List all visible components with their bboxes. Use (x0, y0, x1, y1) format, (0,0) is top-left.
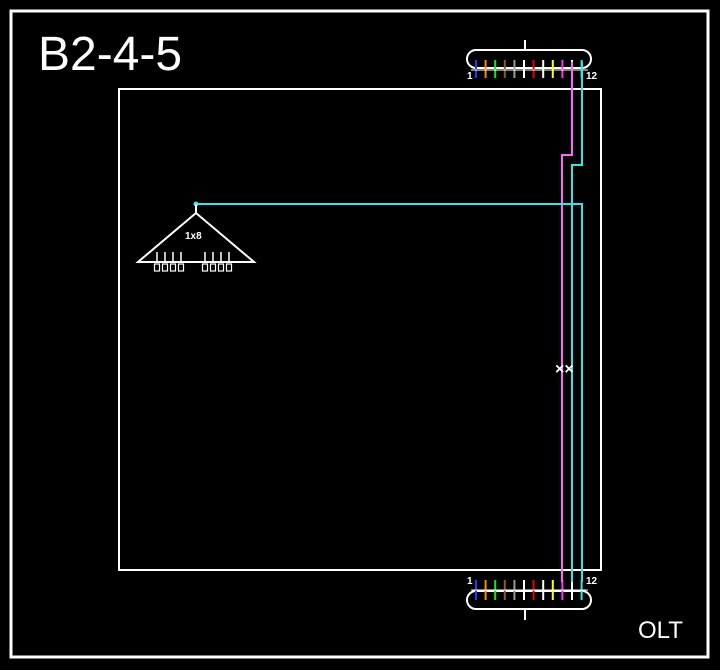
bottom-cable-connector: 1 12 (466, 576, 598, 620)
splitter-output-port (225, 263, 233, 272)
splitter-output-port (153, 263, 161, 272)
diagram-title: B2-4-5 (38, 28, 182, 81)
splitter-output-port (209, 263, 217, 272)
enclosure-box (118, 88, 602, 571)
top-cable-start-label: 1 (467, 71, 473, 82)
bottom-cable-end-label: 12 (586, 576, 598, 587)
olt-label: OLT (638, 617, 683, 644)
splitter-label: 1x8 (185, 231, 202, 242)
top-cable-body (466, 49, 592, 69)
bottom-cable-start-label: 1 (467, 576, 473, 587)
splitter-output-port (217, 263, 225, 272)
splitter-ports (153, 252, 233, 272)
top-cable-connector: 1 12 (466, 40, 598, 82)
splitter-output-port (177, 263, 185, 272)
splitter-output-port (161, 263, 169, 272)
top-cable-end-label: 12 (586, 71, 598, 82)
splitter-output-port (201, 263, 209, 272)
pink-fiber-path (561, 62, 573, 582)
cyan-fiber-path-top (571, 62, 583, 582)
splitter-output-port (169, 263, 177, 272)
bottom-cable-body (466, 590, 592, 610)
splice-marker: ×× (555, 361, 574, 378)
splitter-1x8: 1x8 (135, 201, 257, 272)
cyan-fiber-path-splitter (196, 203, 583, 582)
outer-border (9, 9, 710, 659)
splitter-triangle (135, 211, 257, 263)
bottom-fiber-ticks (471, 580, 588, 600)
